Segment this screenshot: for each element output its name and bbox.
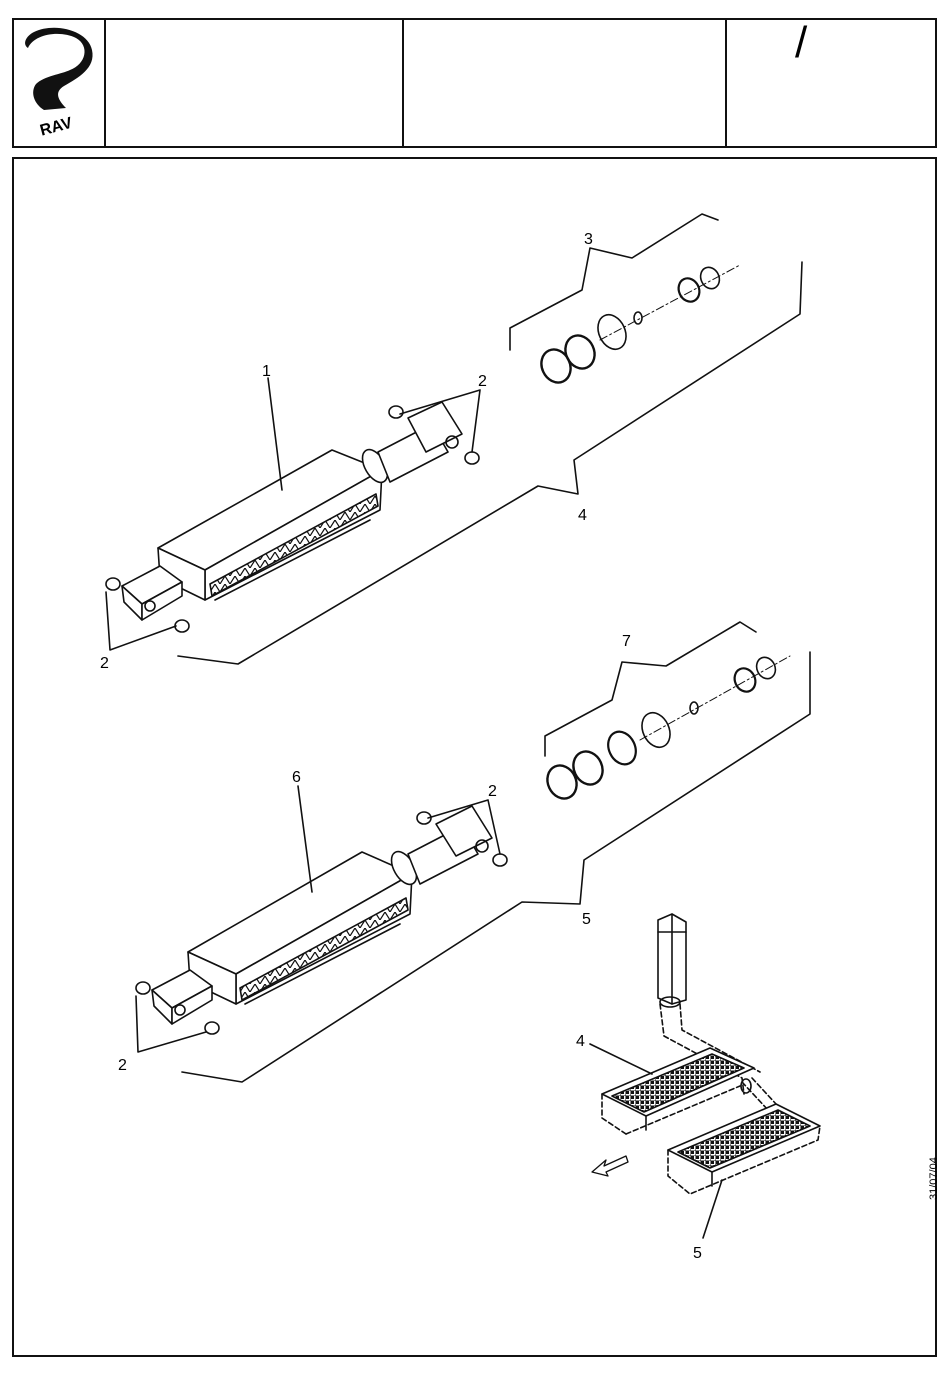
seal-7d: [731, 665, 759, 695]
seal-3c: [675, 275, 703, 305]
callout-3: 3: [584, 231, 593, 248]
callout-2-lower-left: 2: [118, 1057, 127, 1074]
seal-3d: [697, 264, 723, 292]
direction-arrow-icon: [592, 1156, 628, 1176]
callout-1: 1: [262, 363, 271, 380]
cap-1d: [465, 452, 479, 464]
cap-1a: [106, 578, 120, 590]
seal-7e: [753, 654, 779, 682]
leader-4b: [590, 1044, 652, 1074]
bracket-4: [178, 262, 802, 664]
callout-6: 6: [292, 769, 301, 786]
seal-7c: [603, 727, 641, 769]
seal-kit-3: [510, 214, 740, 387]
seal-3b: [560, 331, 600, 374]
leader-5b: [703, 1180, 722, 1238]
link-dashed-4: [752, 1078, 776, 1104]
seal-7b: [568, 747, 608, 790]
oring-3a: [593, 310, 632, 354]
oring-3b: [634, 312, 642, 324]
cap-6b: [205, 1022, 219, 1034]
callout-2-upper-right: 2: [478, 373, 487, 390]
callouts: 1 2 2 3 4 6 7 2 2 5 4 5: [100, 231, 702, 1262]
cylinder-assembly-6: [136, 786, 507, 1052]
callout-5-detail: 5: [693, 1245, 702, 1262]
callout-2-lower-right: 2: [488, 783, 497, 800]
seal-kit-7: [542, 622, 790, 803]
bracket-7: [545, 622, 756, 756]
seal-3a: [536, 345, 576, 388]
leader-6: [298, 786, 312, 892]
position-detail: [590, 914, 820, 1238]
cylinder-assembly-1: [106, 378, 480, 650]
callout-4-upper: 4: [578, 507, 587, 524]
callout-4-detail: 4: [576, 1033, 585, 1050]
oring-7a: [637, 708, 676, 752]
callout-2-upper-left: 2: [100, 655, 109, 672]
seal-3-axis: [600, 265, 740, 340]
cap-1b: [175, 620, 189, 632]
cap-6d: [493, 854, 507, 866]
cap-6a: [136, 982, 150, 994]
callout-7: 7: [622, 633, 631, 650]
link-dashed-3: [742, 1082, 768, 1110]
bracket-5: [182, 652, 810, 1082]
seal-7a: [542, 761, 582, 804]
bracket-3: [510, 214, 718, 350]
seal-7-axis: [640, 656, 790, 740]
leader-1: [268, 378, 282, 490]
callout-5-lower: 5: [582, 911, 591, 928]
cap-1c: [389, 406, 403, 418]
date-code: 31/07/04: [928, 1140, 942, 1200]
